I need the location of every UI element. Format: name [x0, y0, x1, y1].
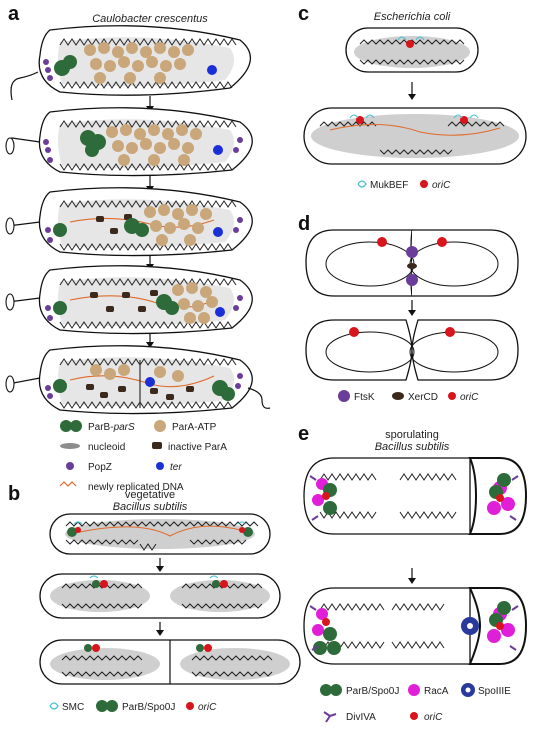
legend-a: ParB-parS ParA-ATP nucleoid inactive Par…: [59, 420, 227, 493]
legend-parb-pars: ParB-: [88, 422, 114, 433]
legend-nucleoid: nucleoid: [88, 442, 125, 453]
ecoli-cell-2: [303, 107, 527, 165]
legend-e: ParB/Spo0J RacA SpoIIIE DivIVA oriC: [320, 683, 511, 723]
panel-a: a Caulobacter crescentus: [5, 3, 271, 493]
panel-c: c Escherichia coli MukBEF o: [298, 3, 527, 191]
legend-c: MukBEF oriC: [357, 180, 451, 191]
dividing-cell-2: [305, 319, 519, 381]
legend-ftsk: FtsK: [354, 392, 375, 403]
panel-a-letter: a: [8, 3, 20, 25]
legend-b: SMC ParB/Spo0J oriC: [49, 700, 217, 713]
panel-d: d FtsK XerCD oriC: [298, 213, 519, 403]
panel-e-stage: sporulating: [385, 429, 439, 441]
flagellum: [10, 71, 39, 101]
legend-e-parb: ParB/Spo0J: [346, 686, 399, 697]
dividing-cell-1: [305, 229, 519, 297]
spore-cell-2: [303, 587, 528, 665]
legend-e-oric: oriC: [424, 712, 443, 723]
spore-cell-1: [303, 457, 528, 535]
legend-parb-pars-italic: parS: [113, 422, 135, 433]
para-atp-cloud: [84, 42, 194, 84]
ecoli-cell-1: [345, 27, 479, 73]
legend-d: FtsK XerCD oriC: [338, 390, 479, 403]
legend-inactive-para: inactive ParA: [168, 442, 227, 453]
legend-raca: RacA: [424, 686, 449, 697]
panel-d-letter: d: [298, 213, 310, 235]
legend-diviva: DivIVA: [346, 712, 376, 723]
legend-mukbef: MukBEF: [370, 180, 408, 191]
panel-e-organism: Bacillus subtilis: [375, 441, 450, 453]
legend-xercd: XerCD: [408, 392, 438, 403]
panel-a-organism: Caulobacter crescentus: [92, 13, 208, 25]
panel-e-letter: e: [298, 423, 309, 445]
panel-b-stage: vegetative: [125, 489, 175, 501]
panel-e: e sporulating Bacillus subtilis: [298, 423, 528, 723]
svg-text:ParB-parS: ParB-parS: [88, 422, 135, 433]
legend-d-oric: oriC: [460, 392, 479, 403]
caulobacter-cell-3: [5, 187, 253, 257]
caulobacter-cell-2: [5, 107, 253, 177]
legend-popz: PopZ: [88, 462, 112, 473]
legend-new-dna: newly replicated DNA: [88, 482, 184, 493]
caulobacter-cell-1: [10, 25, 252, 101]
legend-spoiiie: SpoIIIE: [478, 686, 511, 697]
panel-c-letter: c: [298, 3, 309, 25]
legend-smc: SMC: [62, 702, 84, 713]
legend-c-oric: oriC: [432, 180, 451, 191]
caulobacter-cell-4: [5, 265, 253, 335]
bacillus-cell-3: [39, 639, 301, 685]
panel-b-letter: b: [8, 483, 20, 505]
panel-b-organism: Bacillus subtilis: [113, 501, 188, 513]
panel-c-organism: Escherichia coli: [374, 11, 451, 23]
panel-b: b vegetative Bacillus subtilis: [8, 483, 301, 713]
legend-ter: ter: [170, 462, 182, 473]
legend-b-parb: ParB/Spo0J: [122, 702, 175, 713]
legend-b-oric: oriC: [198, 702, 217, 713]
bacillus-cell-1: [49, 513, 271, 555]
legend-para-atp: ParA-ATP: [172, 422, 217, 433]
caulobacter-cell-5: [5, 345, 271, 415]
bacillus-cell-2: [39, 573, 281, 619]
